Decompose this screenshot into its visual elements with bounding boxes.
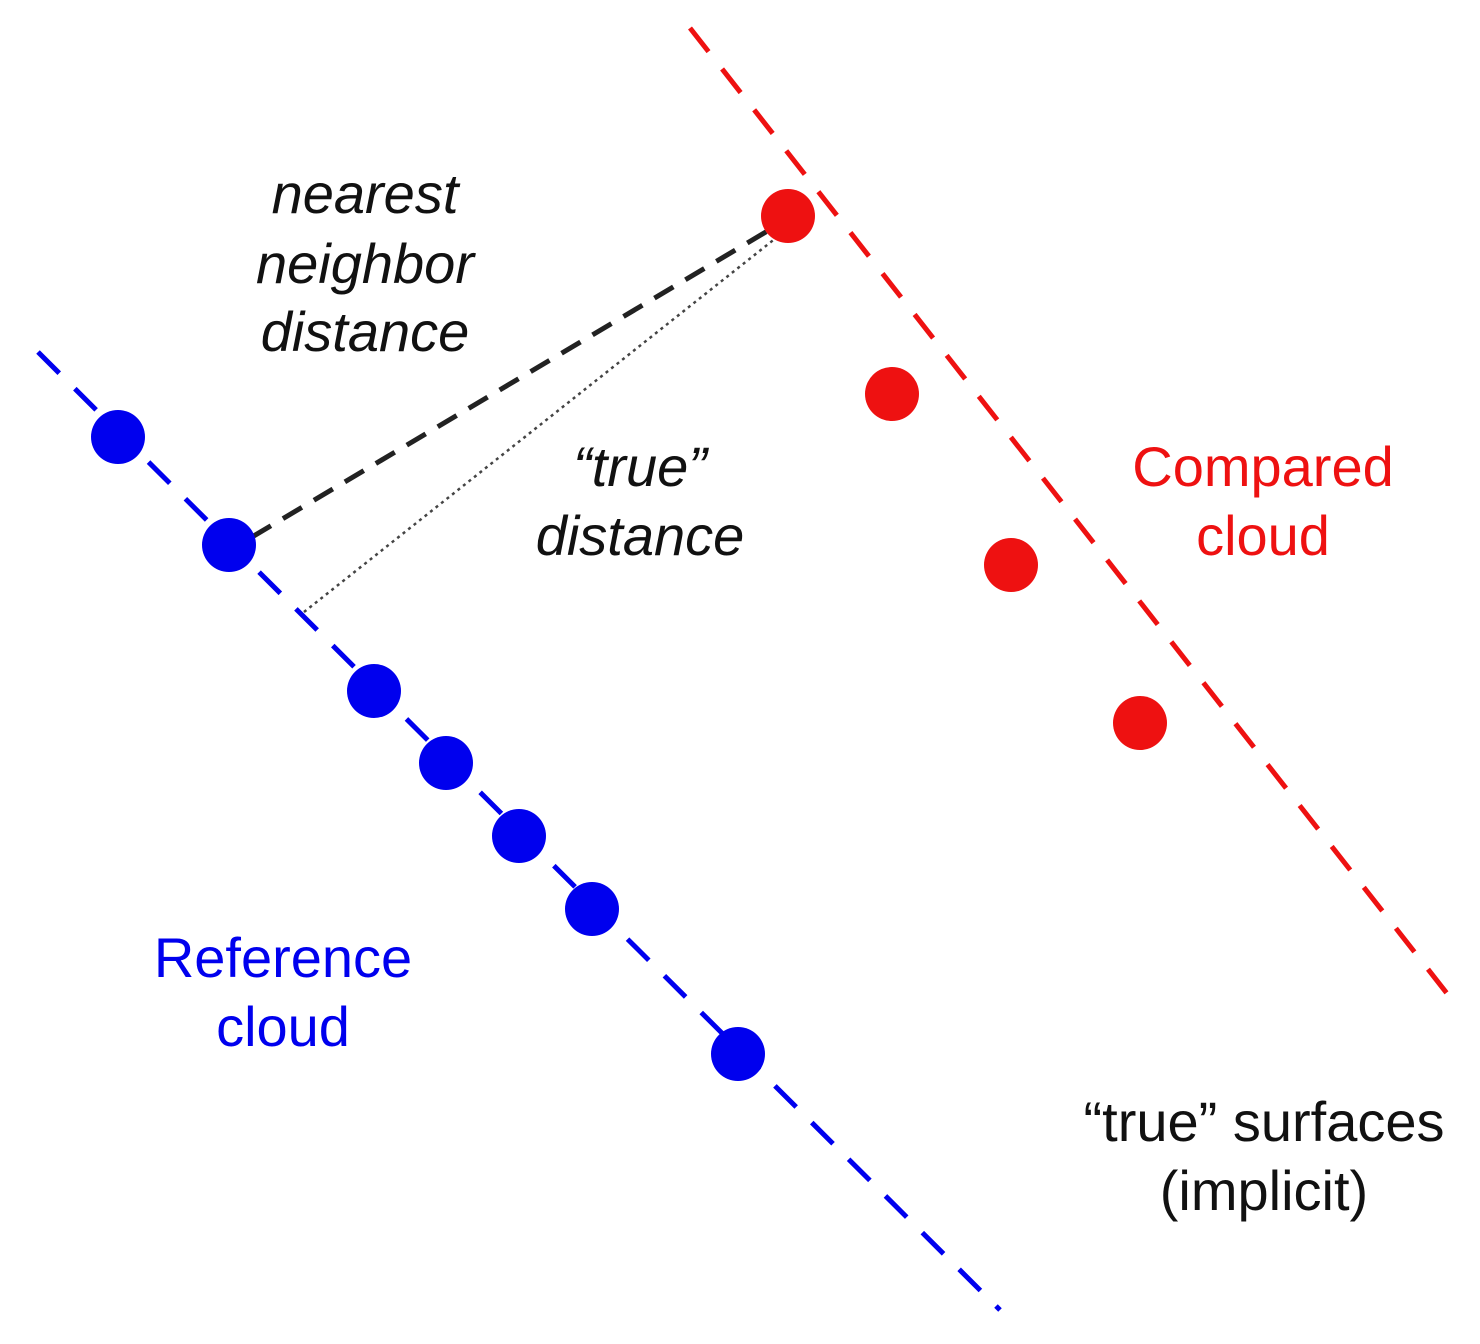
true-surfaces-label-line2: (implicit) bbox=[1160, 1159, 1368, 1222]
true-distance-label-line2: distance bbox=[536, 504, 745, 567]
reference-point bbox=[91, 410, 145, 464]
true-surfaces-label-line1: “true” surfaces bbox=[1084, 1090, 1445, 1153]
reference-cloud-label-line2: cloud bbox=[216, 995, 350, 1058]
nearest-neighbor-label-line3: distance bbox=[261, 300, 470, 363]
reference-point bbox=[202, 518, 256, 572]
nearest-neighbor-distance-line bbox=[250, 217, 788, 540]
compared-cloud-label-line1: Compared bbox=[1132, 435, 1393, 498]
reference-point bbox=[419, 736, 473, 790]
reference-cloud-label: Reference cloud bbox=[154, 926, 412, 1058]
compared-cloud-points bbox=[761, 189, 1167, 750]
true-distance-label-line1: “true” bbox=[573, 435, 709, 498]
compared-surface-line bbox=[688, 26, 1462, 1012]
compared-point bbox=[761, 189, 815, 243]
reference-point bbox=[711, 1027, 765, 1081]
nearest-neighbor-label-line1: nearest bbox=[272, 162, 461, 225]
reference-point bbox=[492, 809, 546, 863]
reference-cloud-label-line1: Reference bbox=[154, 926, 412, 989]
compared-point bbox=[865, 367, 919, 421]
reference-point bbox=[565, 882, 619, 936]
compared-point bbox=[1113, 696, 1167, 750]
compared-cloud-label: Compared cloud bbox=[1132, 435, 1393, 567]
reference-cloud-points bbox=[91, 410, 765, 1081]
compared-point bbox=[984, 538, 1038, 592]
reference-point bbox=[347, 664, 401, 718]
nearest-neighbor-distance-label: nearest neighbor distance bbox=[256, 162, 476, 363]
compared-cloud-label-line2: cloud bbox=[1196, 504, 1330, 567]
true-distance-label: “true” distance bbox=[536, 435, 745, 567]
true-surfaces-label: “true” surfaces (implicit) bbox=[1084, 1090, 1445, 1222]
true-distance-line bbox=[303, 229, 787, 613]
nearest-neighbor-label-line2: neighbor bbox=[256, 232, 476, 295]
